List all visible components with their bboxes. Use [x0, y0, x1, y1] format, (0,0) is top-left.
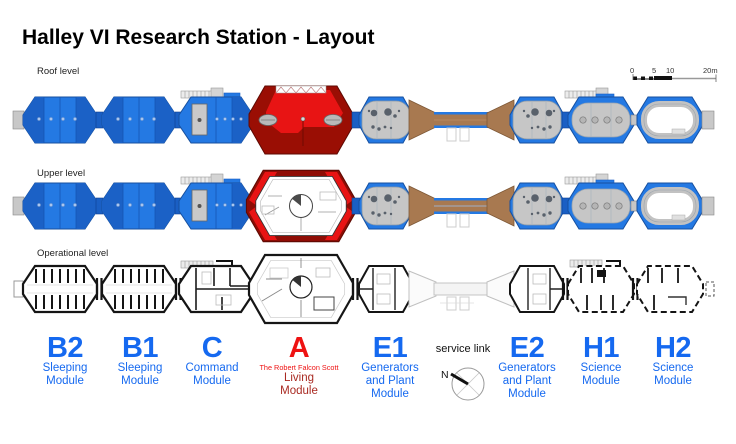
page-title: Halley VI Research Station - Layout	[22, 26, 375, 49]
roof-a-skylight	[275, 85, 327, 94]
op-b2-end-stub	[13, 280, 24, 298]
roof-module-a	[248, 85, 354, 155]
module-code: E2	[509, 332, 545, 364]
module-label-e2: E2 Generators and Plant Module	[481, 332, 573, 401]
roof-module-e1	[359, 97, 413, 143]
compass-icon	[450, 367, 485, 401]
upper-module-b1	[102, 183, 176, 229]
op-service-link-bridge	[433, 282, 499, 311]
roof-h2-end-stub	[701, 110, 715, 130]
module-label-b2: B2 Sleeping Module	[19, 332, 111, 388]
op-e1-cone	[408, 270, 437, 308]
op-module-e2	[510, 266, 564, 312]
roof-module-h1	[568, 97, 634, 143]
roof-e1-cone	[408, 99, 437, 141]
upper-b2-end-stub	[12, 196, 25, 216]
module-label-e1: E1 Generators and Plant Module	[344, 332, 436, 401]
north-label: N	[441, 369, 449, 381]
scale-tick-10: 10	[666, 66, 675, 75]
compass-needle	[450, 372, 469, 386]
roof-module-b2	[23, 97, 97, 143]
roof-module-b1	[102, 97, 176, 143]
module-code: C	[201, 332, 223, 364]
level-roof	[12, 74, 717, 155]
op-module-a	[247, 253, 355, 325]
upper-module-h1	[568, 183, 634, 229]
scale-tick-5: 5	[652, 66, 657, 75]
upper-level-label: Upper level	[37, 168, 86, 179]
roof-level-label: Roof level	[37, 66, 80, 77]
module-label-b1: B1 Sleeping Module	[94, 332, 186, 388]
module-label-h2: H2 Science Module	[627, 332, 719, 388]
upper-module-b2	[23, 183, 97, 229]
module-label-a: A The Robert Falcon Scott Living Module	[253, 332, 345, 398]
op-connector-b2-b1	[95, 276, 103, 302]
operational-level-label: Operational level	[37, 248, 109, 259]
module-label-c: C Command Module	[166, 332, 258, 388]
op-module-h2	[637, 266, 714, 312]
service-link-label: service link	[435, 343, 491, 355]
module-dedication: The Robert Falcon Scott	[259, 363, 339, 372]
scale-tick-0: 0	[630, 66, 635, 75]
module-label-h1: H1 Science Module	[555, 332, 647, 388]
scale-tick-20m: 20m	[703, 66, 718, 75]
upper-module-h2	[637, 183, 703, 229]
op-connector-h1-h2	[631, 276, 639, 302]
upper-module-e1	[359, 183, 413, 229]
op-module-b1	[102, 266, 176, 312]
upper-e1-cone	[408, 185, 437, 227]
upper-module-c	[179, 183, 253, 229]
upper-module-e2	[510, 183, 564, 229]
upper-service-link-bridge	[434, 198, 498, 228]
module-code: H2	[654, 332, 692, 364]
roof-b2-end-stub	[12, 110, 25, 130]
scale-bar	[632, 74, 717, 82]
op-module-c	[179, 266, 253, 312]
op-connector-e2-h1	[561, 276, 569, 302]
op-connector-a-e1	[351, 276, 359, 302]
roof-module-c	[179, 97, 253, 143]
module-code: E1	[372, 332, 408, 364]
module-code: B2	[46, 332, 84, 364]
op-module-e1	[359, 266, 413, 312]
module-code: A	[288, 332, 310, 364]
level-operational	[13, 253, 714, 325]
module-code: B1	[121, 332, 159, 364]
level-upper	[12, 169, 715, 243]
roof-module-h2	[637, 97, 703, 143]
op-module-b2	[23, 266, 97, 312]
upper-h2-end-stub	[701, 196, 715, 216]
module-code: H1	[582, 332, 620, 364]
upper-module-a	[245, 169, 357, 243]
roof-module-e2	[510, 97, 564, 143]
op-module-h1	[568, 266, 634, 312]
